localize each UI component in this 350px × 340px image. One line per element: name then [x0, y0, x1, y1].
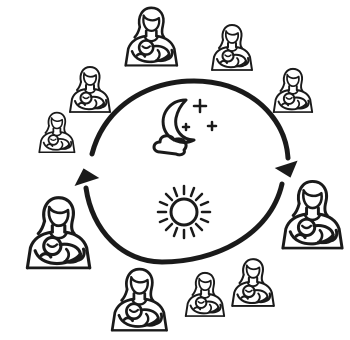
mother-top-large [126, 8, 177, 66]
sun-icon [158, 186, 210, 238]
arrow-left-up-icon [70, 165, 99, 186]
mother-right-upper [274, 69, 312, 112]
mother-left-upper [70, 67, 110, 112]
mother-right-large [283, 181, 342, 248]
mother-bottom-left [112, 269, 166, 330]
moon-stars-cloud-icon [154, 100, 216, 155]
mother-left-middle [39, 113, 74, 153]
mother-figures [27, 8, 342, 330]
mother-bottom-right [232, 259, 274, 306]
arc-bottom-left [86, 184, 282, 262]
cycle-arrows [70, 81, 302, 262]
mother-top-right [212, 25, 252, 70]
mother-left-large [27, 198, 89, 268]
arrow-right-down-icon [275, 161, 302, 182]
mother-bottom-middle [186, 273, 224, 316]
arc-top-right [92, 81, 288, 158]
